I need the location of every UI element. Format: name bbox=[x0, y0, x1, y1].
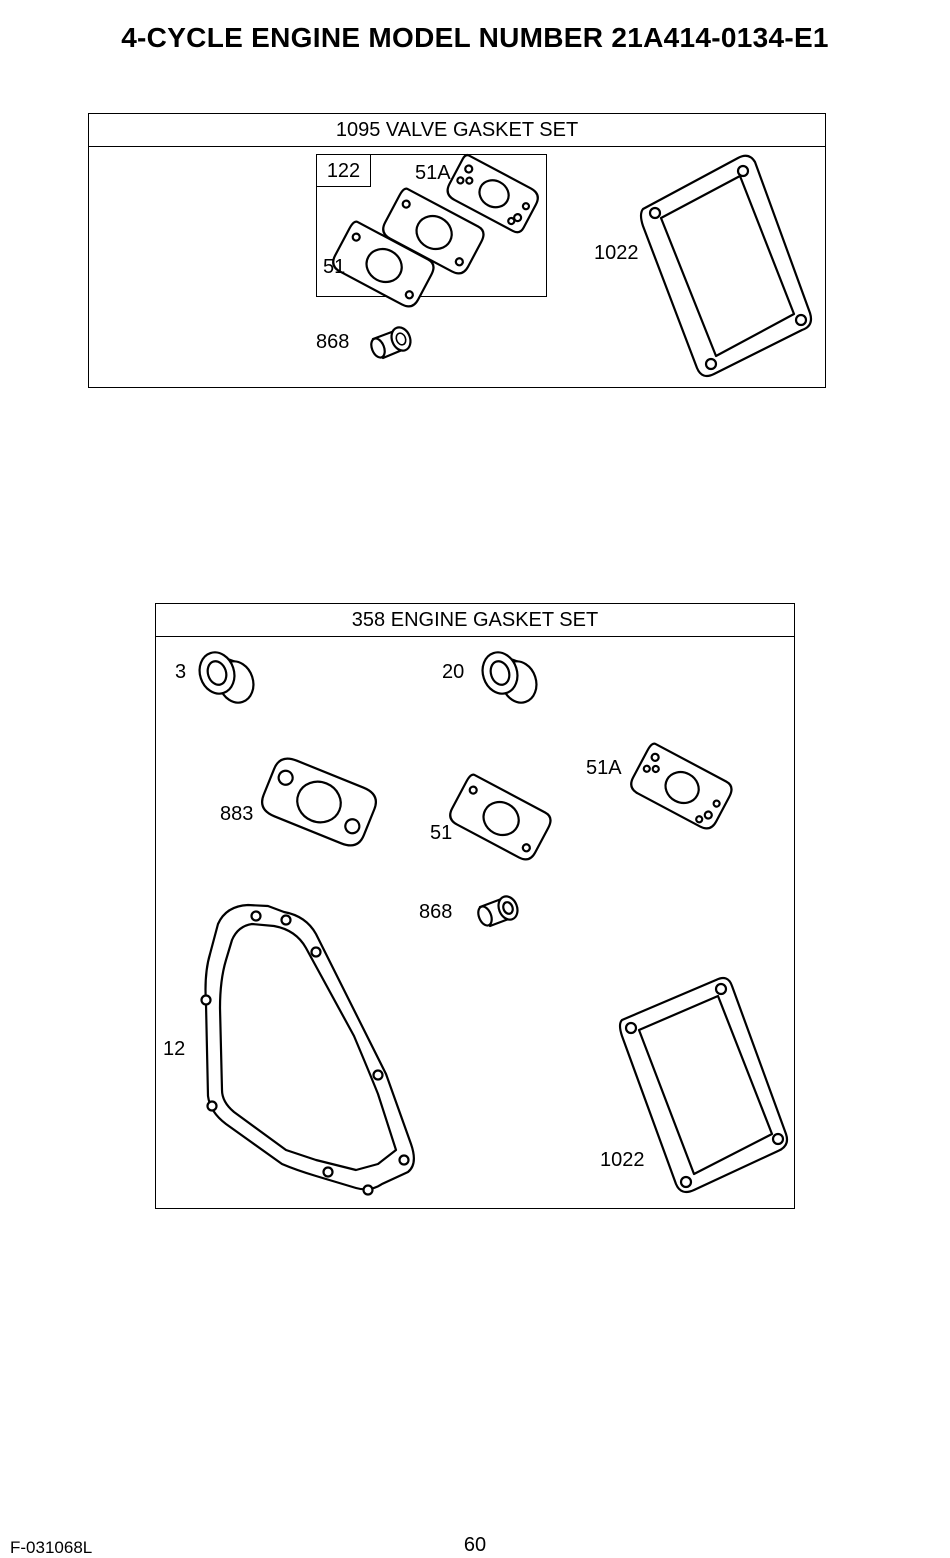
part-label-51a: 51A bbox=[586, 757, 622, 780]
intake-gasket-51-drawing bbox=[447, 773, 554, 863]
oil-seal-20-drawing bbox=[477, 648, 541, 707]
page-number: 60 bbox=[0, 1534, 950, 1557]
engine-gasket-set-drawing bbox=[156, 604, 796, 1210]
page-title: 4-CYCLE ENGINE MODEL NUMBER 21A414-0134-… bbox=[0, 22, 950, 54]
part-label-51: 51 bbox=[323, 256, 345, 279]
part-label-883: 883 bbox=[220, 803, 253, 826]
gasket-883-drawing bbox=[258, 754, 381, 850]
crankcase-gasket-12-drawing bbox=[202, 905, 414, 1195]
oil-seal-3-drawing bbox=[194, 648, 258, 707]
valve-gasket-set-drawing bbox=[89, 114, 827, 389]
part-label-20: 20 bbox=[442, 661, 464, 684]
valve-seal-868-drawing bbox=[369, 325, 414, 360]
part-label-868: 868 bbox=[419, 901, 452, 924]
part-label-868: 868 bbox=[316, 331, 349, 354]
part-label-51: 51 bbox=[430, 822, 452, 845]
engine-gasket-set-panel: 358 ENGINE GASKET SET bbox=[155, 603, 795, 1209]
valve-seal-868-drawing bbox=[476, 894, 521, 928]
part-label-1022: 1022 bbox=[600, 1149, 645, 1172]
part-label-3: 3 bbox=[175, 661, 186, 684]
part-label-51a: 51A bbox=[415, 162, 451, 185]
intake-gasket-51a-drawing bbox=[628, 742, 735, 832]
part-label-12: 12 bbox=[163, 1038, 185, 1061]
part-label-1022: 1022 bbox=[594, 242, 639, 265]
rocker-cover-gasket-1022-drawing bbox=[641, 156, 811, 376]
rocker-cover-gasket-1022-drawing bbox=[620, 978, 787, 1192]
valve-gasket-set-panel: 1095 VALVE GASKET SET 122 bbox=[88, 113, 826, 388]
